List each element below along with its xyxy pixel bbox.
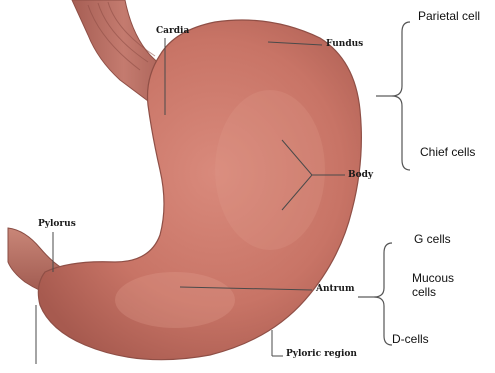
pylorus-label: Pylorus (38, 220, 76, 229)
fundus-label: Fundus (326, 40, 363, 49)
chief-cells-label: Chief cells (420, 146, 475, 160)
parietal-cell-label: Parietal cell (418, 10, 480, 24)
lower-bracket (374, 243, 392, 345)
pyloric-region-label: Pyloric region (286, 350, 357, 359)
mucous-cells-label: Mucous cells (412, 272, 472, 300)
d-cells-label: D-cells (392, 333, 429, 347)
body-label: Body (348, 171, 373, 180)
antrum-highlight (115, 272, 235, 328)
cardia-label: Cardia (156, 27, 189, 36)
antrum-label: Antrum (316, 285, 355, 294)
brackets (358, 22, 410, 345)
g-cells-label: G cells (414, 233, 451, 247)
body-highlight (215, 90, 325, 250)
upper-bracket (392, 22, 410, 170)
